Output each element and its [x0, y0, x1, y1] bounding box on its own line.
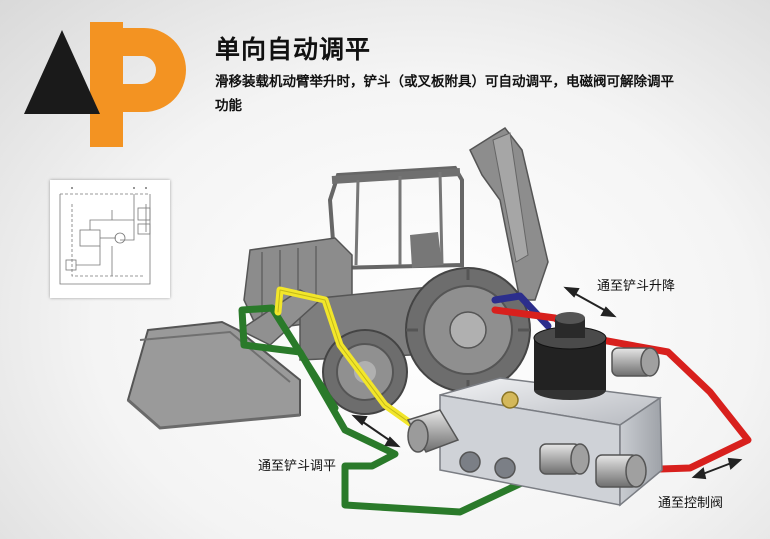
double-arrow-icon: [691, 457, 743, 480]
fitting-front-left: [539, 443, 590, 475]
fitting-front-right: [595, 454, 647, 488]
hose-green: [238, 304, 549, 516]
double-arrow-icon: [563, 286, 617, 318]
fitting-top-right: [611, 347, 660, 377]
company-logo: [24, 22, 186, 147]
valve-cap-icon: [501, 391, 519, 409]
valve-block: [406, 312, 663, 507]
double-arrow-icon: [351, 414, 401, 448]
solenoid-icon: [533, 312, 607, 400]
page-subtitle: 滑移装载机动臂举升时，铲斗（或叉板附具）可自动调平，电磁阀可解除调平功能: [215, 74, 674, 114]
logo-p-icon: [90, 22, 123, 147]
logo-p-bowl: [123, 28, 186, 112]
hydraulic-schematic: [50, 180, 170, 298]
page-title: 单向自动调平: [215, 35, 372, 64]
hose-yellow: [274, 286, 424, 434]
label-to-bucket-level: 通至铲斗调平: [258, 459, 337, 474]
logo-triangle-icon: [24, 30, 100, 114]
label-to-control-valve: 通至控制阀: [658, 496, 724, 511]
fitting-left: [406, 409, 460, 453]
label-to-bucket-lift: 通至铲斗升降: [597, 279, 676, 294]
